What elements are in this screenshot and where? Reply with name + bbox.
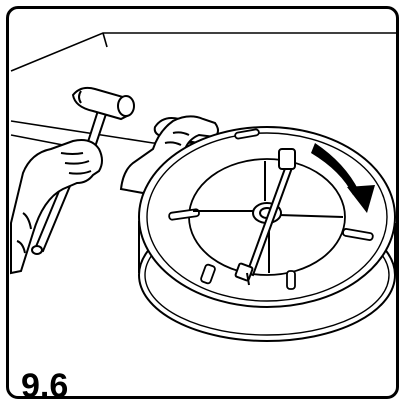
rim-slots: [168, 128, 374, 290]
figure-frame: 9.6: [6, 6, 399, 399]
tyre-repair-illustration: [10, 32, 396, 342]
wheel-spokes: [193, 161, 344, 273]
rotation-arrow-icon: [311, 143, 375, 213]
bead-tool: [234, 148, 296, 286]
left-hand: [10, 139, 103, 275]
workbench-lines: [10, 32, 396, 146]
figure-label: 9.6: [21, 367, 69, 399]
wheel-rim: [138, 126, 396, 342]
